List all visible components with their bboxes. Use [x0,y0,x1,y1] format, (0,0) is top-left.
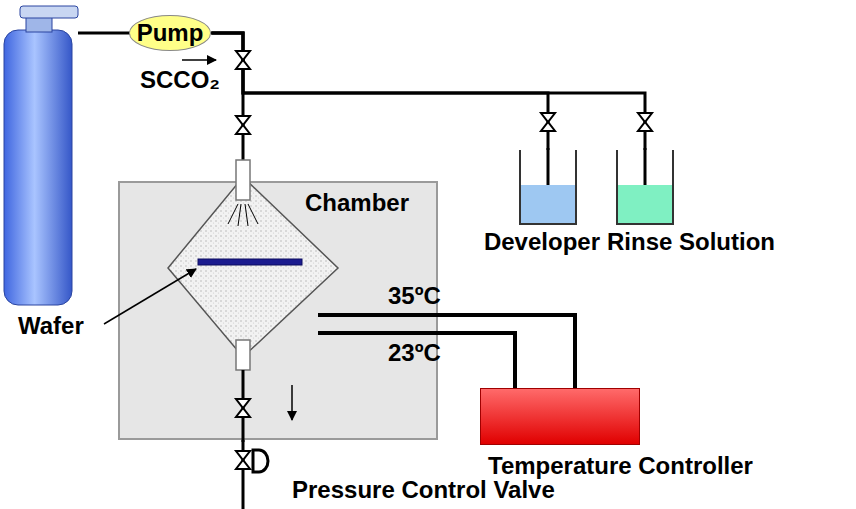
pipe-connector [438,315,575,388]
pump-circle: Pump [129,15,212,51]
pipe-line [211,33,645,150]
pump-label: Pump [137,19,204,47]
chamber-label: Chamber [305,189,409,217]
pipe-connector [438,333,515,388]
valve-symbol [236,451,250,469]
beaker-label: Rinse Solution [607,228,775,256]
supply-pipe [78,32,134,35]
part-label: Pressure Control Valve [292,476,555,504]
valve-symbol [236,51,250,69]
valve-symbol [638,113,652,131]
beaker-label: Developer [484,228,600,256]
pressure-control-symbol [253,450,268,472]
temperature-label: 23ºC [388,339,441,367]
leader-line [104,269,196,324]
coolant-pipe [318,313,440,317]
valve-symbol [541,113,555,131]
temperature-label: 35ºC [388,282,441,310]
part-label: Wafer [18,312,84,340]
pipe-line [438,315,575,388]
valve-symbol [236,116,250,134]
inlet-nozzle [236,160,250,200]
co2-cylinder [4,6,78,305]
developer-beaker: Developer [519,150,577,225]
valve-symbol [236,399,250,417]
exhaust-pipe [242,438,245,509]
controller-label: Temperature Controller [488,452,753,480]
chamber-box: Chamber [118,181,438,440]
flow-arrow [182,59,216,61]
wafer [198,259,302,265]
pipe-connector [211,33,645,150]
rinse-beaker: Rinse Solution [616,150,674,225]
coolant-pipe [318,331,440,335]
outlet-nozzle [236,340,250,370]
pipe-line [438,333,515,388]
fluid-label: SCCO₂ [140,66,220,94]
spray-lines [228,204,258,226]
flow-arrow [291,385,293,420]
temperature-controller: Temperature Controller [480,388,640,445]
